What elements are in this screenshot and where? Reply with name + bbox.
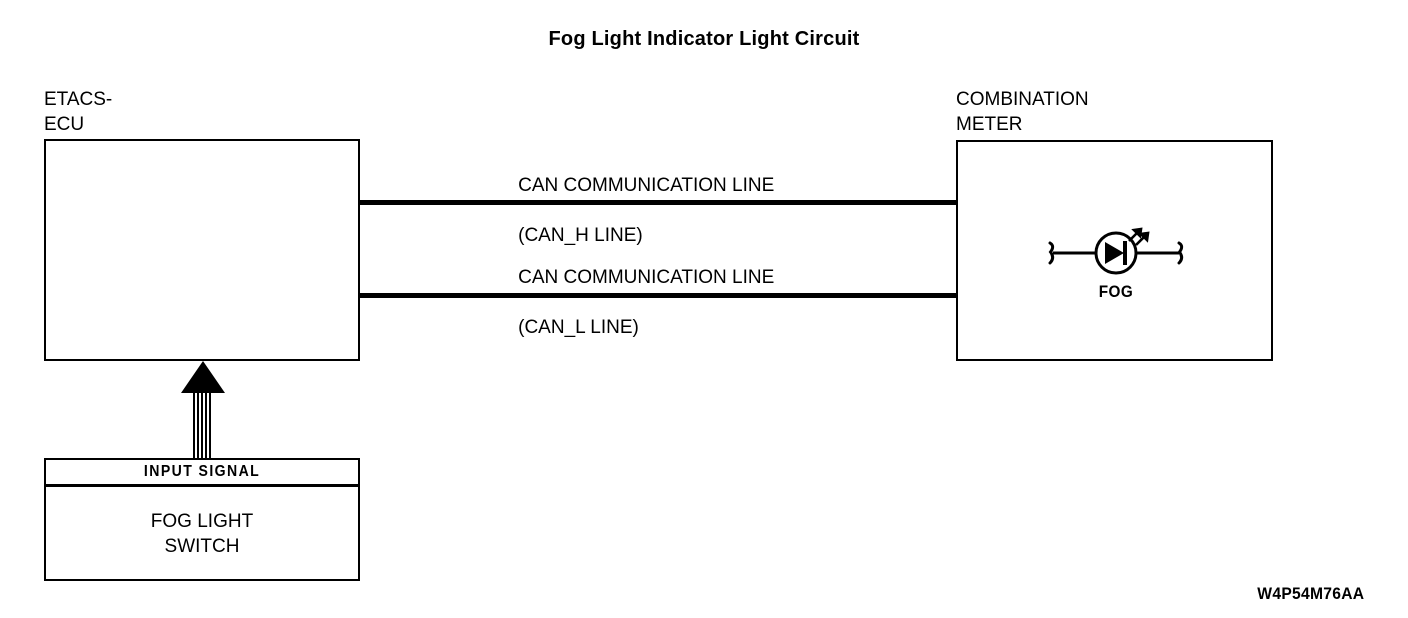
- fog-indicator-caption: FOG: [1098, 282, 1134, 301]
- can-low-label-line2: (CAN_L LINE): [518, 317, 639, 338]
- can-high-line: [359, 200, 957, 205]
- page-title: Fog Light Indicator Light Circuit: [548, 28, 860, 50]
- input-signal-body: FOG LIGHT SWITCH: [46, 487, 358, 580]
- can-high-label-line2: (CAN_H LINE): [518, 225, 643, 246]
- input-signal-header-text: INPUT SIGNAL: [143, 463, 261, 480]
- striped-arrow-head: [181, 361, 225, 393]
- etacs-ecu-label: ETACS- ECU: [44, 89, 113, 135]
- led-indicator-svg: [1048, 227, 1184, 275]
- input-signal-box: INPUT SIGNAL FOG LIGHT SWITCH: [44, 458, 360, 581]
- led-indicator-symbol: [1041, 222, 1191, 284]
- striped-arrow-shaft: [193, 392, 213, 460]
- part-number: W4P54M76AA: [1256, 584, 1364, 603]
- can-low-label-line1: CAN COMMUNICATION LINE: [518, 267, 775, 288]
- can-low-label: CAN COMMUNICATION LINE (CAN_L LINE): [497, 240, 774, 365]
- can-high-label: CAN COMMUNICATION LINE (CAN_H LINE): [497, 148, 774, 273]
- combination-meter-label: COMBINATION METER: [956, 89, 1089, 135]
- can-high-label-line1: CAN COMMUNICATION LINE: [518, 175, 775, 196]
- etacs-ecu-box: [44, 139, 360, 361]
- fog-light-switch-label: FOG LIGHT SWITCH: [150, 510, 254, 557]
- can-low-line: [359, 293, 957, 298]
- input-signal-header: INPUT SIGNAL: [46, 460, 358, 487]
